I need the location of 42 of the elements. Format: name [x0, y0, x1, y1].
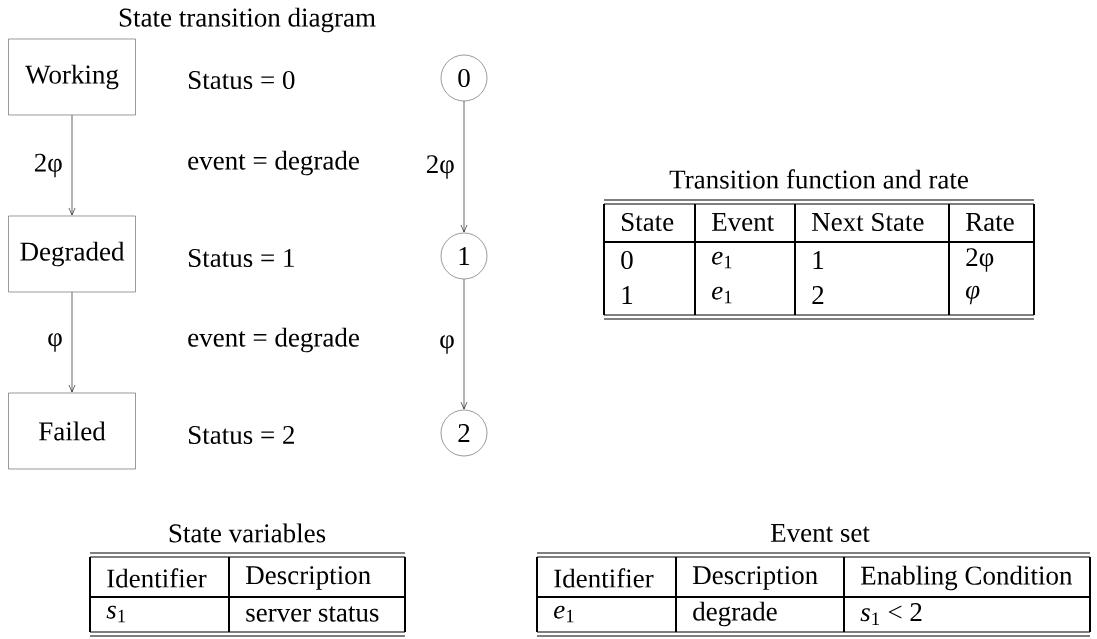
arrow [68, 114, 76, 216]
edge-label: φ [48, 333, 62, 352]
table-cell: e$_{1}$ [554, 605, 574, 623]
arrow [68, 291, 76, 393]
arrow [460, 278, 468, 410]
table-cell: Rate [966, 213, 1014, 231]
table-title: State variables [169, 523, 326, 543]
table-cell: e$_{1}$ [712, 286, 732, 304]
table-title: Event set [770, 524, 870, 542]
edge-label: 2φ [426, 155, 454, 179]
table-cell: Next State [812, 212, 924, 232]
state-label: Status = 0 [189, 70, 295, 90]
state-box: Failed [8, 392, 136, 470]
state-box: Working [8, 38, 136, 116]
state-label: event = degrade [188, 327, 359, 353]
edge-label: φ [440, 335, 454, 354]
table-cell: 2 [812, 286, 824, 304]
table-cell: degrade [693, 601, 777, 627]
table-cell: Enabling Condition [861, 565, 1073, 591]
state-label: Status = 2 [189, 425, 294, 445]
state-label: event = degrade [188, 150, 359, 176]
table-cell: 1 [622, 286, 633, 304]
arrow [460, 100, 468, 233]
table-cell: 1 [813, 251, 824, 269]
table-cell: s$_{1}$ [106, 605, 126, 623]
state-label: Status = 1 [189, 248, 294, 268]
table-cell: Identifier [107, 568, 207, 588]
table-cell: server status [246, 606, 379, 622]
table-cell: s$_{1}$ < 2 [860, 603, 922, 625]
diagram-title: State transition diagram [119, 7, 376, 33]
table-title: Transition function and rate [669, 169, 968, 189]
table-cell: 2φ [966, 248, 994, 272]
table-cell: Description [246, 566, 371, 590]
table-cell: Identifier [554, 568, 654, 588]
edge-label: 2φ [34, 153, 62, 178]
table-cell: 0 [621, 250, 633, 270]
table-cell: Description [693, 566, 818, 590]
table-cell: e$_{1}$ [712, 251, 732, 269]
state-box: Degraded [8, 215, 136, 293]
table-cell: State [622, 212, 674, 232]
table-cell: Event [712, 213, 775, 231]
table-cell: φ [966, 285, 980, 305]
